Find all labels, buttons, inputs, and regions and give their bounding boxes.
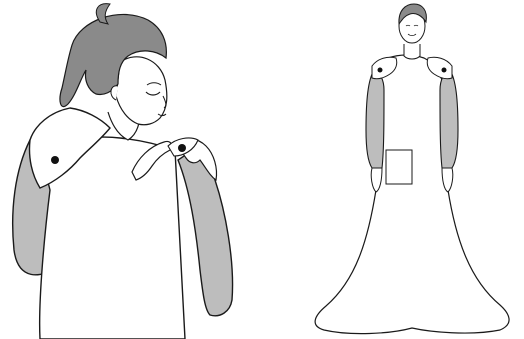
- person-fastening-collar-icon: [0, 0, 262, 339]
- gown: [315, 55, 509, 334]
- full-gown-illustration: [300, 0, 524, 339]
- shoulder-fastener-icon: [178, 144, 186, 152]
- gown-neck: [404, 44, 420, 59]
- person-wearing-full-length-gown-icon: [300, 0, 524, 339]
- gown-left-sleeve: [366, 70, 384, 168]
- gown-right-sleeve: [440, 70, 458, 168]
- gown-pocket: [386, 150, 412, 184]
- gown-left-fastener-icon: [378, 68, 383, 73]
- gown-right-fastener-icon: [442, 68, 447, 73]
- right-sleeve: [178, 152, 233, 316]
- fastening-collar-illustration: [0, 0, 262, 339]
- collar-fastener-icon: [51, 156, 59, 164]
